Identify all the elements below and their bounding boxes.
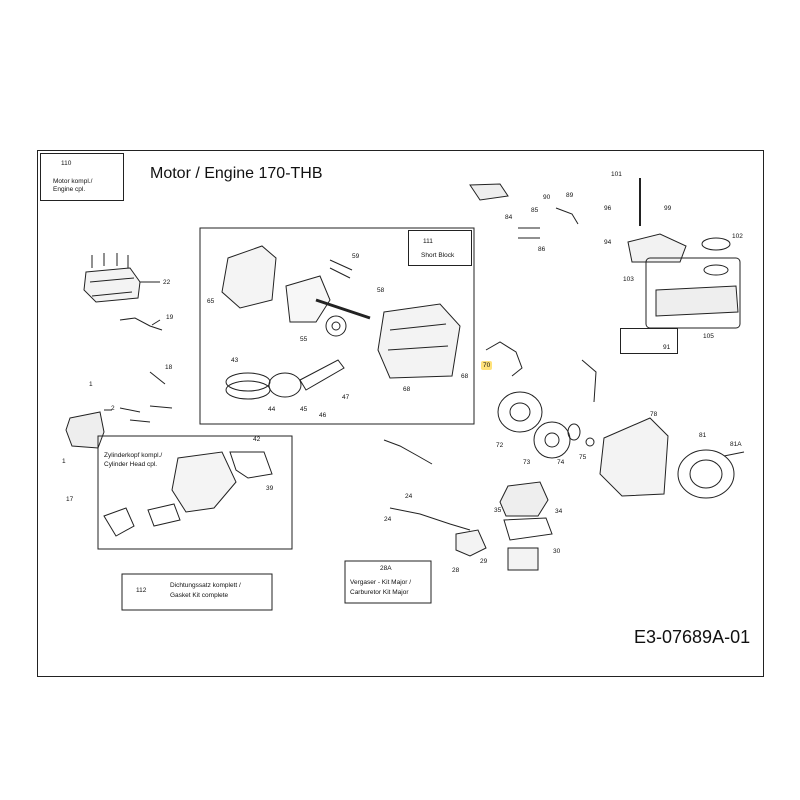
- motor-box-label-2: Engine cpl.: [53, 186, 86, 193]
- motor-box-label-1: Motor kompl./: [53, 178, 93, 185]
- callout-105[interactable]: 105: [703, 333, 714, 340]
- callout-39[interactable]: 39: [266, 485, 274, 492]
- callout-18[interactable]: 18: [165, 364, 173, 371]
- callout-55[interactable]: 55: [300, 336, 308, 343]
- carburetor-kit-number: 28A: [380, 565, 392, 572]
- gasket-kit-label-2: Gasket Kit complete: [170, 592, 229, 599]
- callout-90[interactable]: 90: [543, 194, 551, 201]
- diagram-frame: [37, 150, 764, 677]
- gasket-kit-frame: [121, 573, 273, 611]
- callout-81[interactable]: 81: [699, 432, 707, 439]
- document-number: E3-07689A-01: [634, 627, 751, 647]
- callout-68-right[interactable]: 68: [461, 373, 469, 380]
- callout-47[interactable]: 47: [342, 394, 350, 401]
- carburetor-kit-label-2: Carburetor Kit Major: [350, 589, 409, 596]
- part-91-box[interactable]: 91: [620, 328, 678, 354]
- callout-89[interactable]: 89: [566, 192, 574, 199]
- callout-70-highlight: 70: [481, 361, 493, 370]
- cylinder-head-label-1: Zylinderkopf kompl./: [104, 452, 163, 459]
- cylinder-head-frame: [97, 435, 293, 550]
- gasket-kit-label-1: Dichtungssatz komplett /: [170, 582, 241, 589]
- callout-68-bottom[interactable]: 68: [403, 386, 411, 393]
- callout-84[interactable]: 84: [505, 214, 513, 221]
- callout-1-lower[interactable]: 1: [62, 458, 66, 465]
- part-91-number: 91: [663, 344, 671, 351]
- callout-65[interactable]: 65: [207, 298, 215, 305]
- callout-34[interactable]: 34: [555, 508, 563, 515]
- callout-99[interactable]: 99: [664, 205, 672, 212]
- callout-81A[interactable]: 81A: [730, 441, 742, 448]
- callout-1-upper[interactable]: 1: [89, 381, 93, 388]
- short-block-box[interactable]: 111 Short Block: [408, 230, 472, 266]
- callout-70[interactable]: 70: [481, 361, 493, 370]
- short-block-frame: [199, 227, 475, 425]
- callout-59[interactable]: 59: [352, 253, 360, 260]
- callout-101[interactable]: 101: [611, 171, 622, 178]
- callout-94[interactable]: 94: [604, 239, 612, 246]
- short-block-number: 111: [423, 238, 433, 245]
- carburetor-kit-label-1: Vergaser - Kit Major /: [350, 579, 412, 586]
- callout-28[interactable]: 28: [452, 567, 460, 574]
- callout-22[interactable]: 22: [163, 279, 171, 286]
- callout-85[interactable]: 85: [531, 207, 539, 214]
- callout-35[interactable]: 35: [494, 507, 502, 514]
- page-title: Motor / Engine 170-THB: [150, 165, 323, 182]
- callout-103[interactable]: 103: [623, 276, 634, 283]
- callout-24-upper[interactable]: 24: [405, 493, 413, 500]
- callout-102[interactable]: 102: [732, 233, 743, 240]
- motor-box[interactable]: 110 Motor kompl./ Engine cpl.: [40, 153, 124, 201]
- callout-19[interactable]: 19: [166, 314, 174, 321]
- part-103-shape: [645, 257, 741, 329]
- gasket-kit-number: 112: [136, 587, 147, 594]
- callout-45[interactable]: 45: [300, 406, 308, 413]
- part-19-shape: [119, 317, 163, 331]
- callout-29[interactable]: 29: [480, 558, 488, 565]
- callout-2[interactable]: 2: [111, 405, 115, 412]
- callout-46[interactable]: 46: [319, 412, 327, 419]
- callout-78[interactable]: 78: [650, 411, 658, 418]
- cylinder-head-label-2: Cylinder Head cpl.: [104, 461, 158, 468]
- callout-17[interactable]: 17: [66, 496, 74, 503]
- short-block-label: Short Block: [421, 252, 455, 259]
- part-78-shape: [599, 417, 669, 497]
- callout-58[interactable]: 58: [377, 287, 385, 294]
- callout-30[interactable]: 30: [553, 548, 561, 555]
- callout-72[interactable]: 72: [496, 442, 504, 449]
- callout-74[interactable]: 74: [557, 459, 565, 466]
- part-18-shape: [149, 371, 166, 385]
- motor-box-number: 110: [61, 160, 72, 167]
- callout-44[interactable]: 44: [268, 406, 276, 413]
- carburetor-kit-frame: [344, 560, 432, 604]
- callout-24-lower[interactable]: 24: [384, 516, 392, 523]
- callout-86[interactable]: 86: [538, 246, 546, 253]
- callout-75[interactable]: 75: [579, 454, 587, 461]
- callout-42[interactable]: 42: [253, 436, 261, 443]
- part-22-shape: [83, 253, 160, 303]
- callout-73[interactable]: 73: [523, 459, 531, 466]
- callout-43[interactable]: 43: [231, 357, 239, 364]
- callout-96[interactable]: 96: [604, 205, 612, 212]
